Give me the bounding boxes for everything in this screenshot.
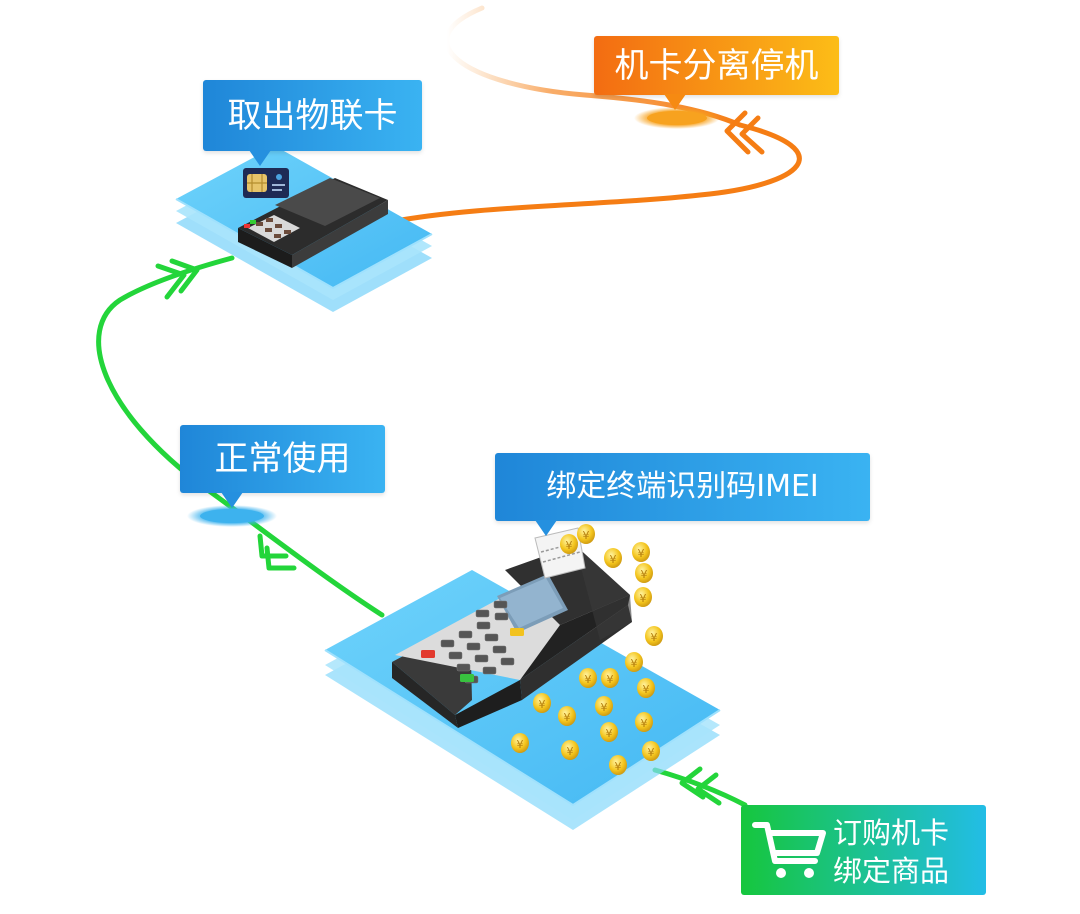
yuan-coin-icon: ¥ (609, 755, 627, 775)
svg-text:¥: ¥ (566, 539, 573, 552)
stop-service-callout: 机卡分离停机 (594, 36, 839, 110)
svg-text:¥: ¥ (585, 673, 592, 686)
bind-goods-label: 绑定商品 (833, 854, 950, 888)
green-flow-arrow-bottom (679, 766, 722, 806)
svg-text:¥: ¥ (601, 701, 608, 714)
yuan-coin-icon: ¥ (642, 741, 660, 761)
yuan-coin-icon: ¥ (601, 668, 619, 688)
svg-text:¥: ¥ (641, 717, 648, 730)
sim-card-icon (243, 168, 289, 198)
coin-group: ¥ ¥ ¥ ¥ ¥ ¥ ¥ ¥ ¥ ¥ ¥ ¥ ¥ ¥ ¥ ¥ ¥ ¥ ¥ ¥ (511, 524, 663, 775)
yuan-coin-icon: ¥ (560, 534, 578, 554)
svg-text:¥: ¥ (539, 698, 546, 711)
green-flow-arrow-top (155, 258, 200, 300)
svg-text:¥: ¥ (607, 673, 614, 686)
yuan-coin-icon: ¥ (561, 740, 579, 760)
pos-terminal-icon (392, 527, 632, 728)
green-flow-arrow-middle (257, 533, 297, 571)
yuan-coin-icon: ¥ (635, 563, 653, 583)
stop-point (647, 111, 707, 125)
svg-text:¥: ¥ (640, 592, 647, 605)
take-card-callout: 取出物联卡 (203, 80, 422, 166)
svg-text:¥: ¥ (564, 711, 571, 724)
svg-text:¥: ¥ (615, 760, 622, 773)
yuan-coin-icon: ¥ (511, 733, 529, 753)
yuan-coin-icon: ¥ (558, 706, 576, 726)
order-card-callout: 订购机卡 绑定商品 (741, 805, 986, 895)
svg-text:¥: ¥ (651, 631, 658, 644)
svg-text:¥: ¥ (606, 727, 613, 740)
yuan-coin-icon: ¥ (645, 626, 663, 646)
svg-text:¥: ¥ (567, 745, 574, 758)
svg-text:¥: ¥ (641, 568, 648, 581)
yuan-coin-icon: ¥ (604, 548, 622, 568)
svg-text:¥: ¥ (638, 547, 645, 560)
svg-text:¥: ¥ (648, 746, 655, 759)
svg-text:¥: ¥ (610, 553, 617, 566)
yuan-coin-icon: ¥ (632, 542, 650, 562)
svg-text:¥: ¥ (643, 683, 650, 696)
svg-text:¥: ¥ (517, 738, 524, 751)
yuan-coin-icon: ¥ (625, 652, 643, 672)
yuan-coin-icon: ¥ (600, 722, 618, 742)
orange-flow-path (387, 122, 802, 225)
green-flow-path-upper (96, 255, 385, 618)
yuan-coin-icon: ¥ (579, 668, 597, 688)
shopping-cart-icon (752, 822, 826, 878)
bind-imei-callout: 绑定终端识别码IMEI (495, 453, 870, 536)
yuan-coin-icon: ¥ (635, 712, 653, 732)
order-card-label: 订购机卡 (833, 816, 950, 850)
yuan-coin-icon: ¥ (577, 524, 595, 544)
normal-use-point (200, 509, 264, 523)
svg-text:¥: ¥ (631, 657, 638, 670)
orange-flow-arrow (724, 110, 765, 155)
normal-use-callout: 正常使用 (180, 425, 385, 508)
yuan-coin-icon: ¥ (637, 678, 655, 698)
svg-text:¥: ¥ (583, 529, 590, 542)
yuan-coin-icon: ¥ (533, 693, 551, 713)
yuan-coin-icon: ¥ (595, 696, 613, 716)
yuan-coin-icon: ¥ (634, 587, 652, 607)
small-terminal (238, 178, 388, 268)
